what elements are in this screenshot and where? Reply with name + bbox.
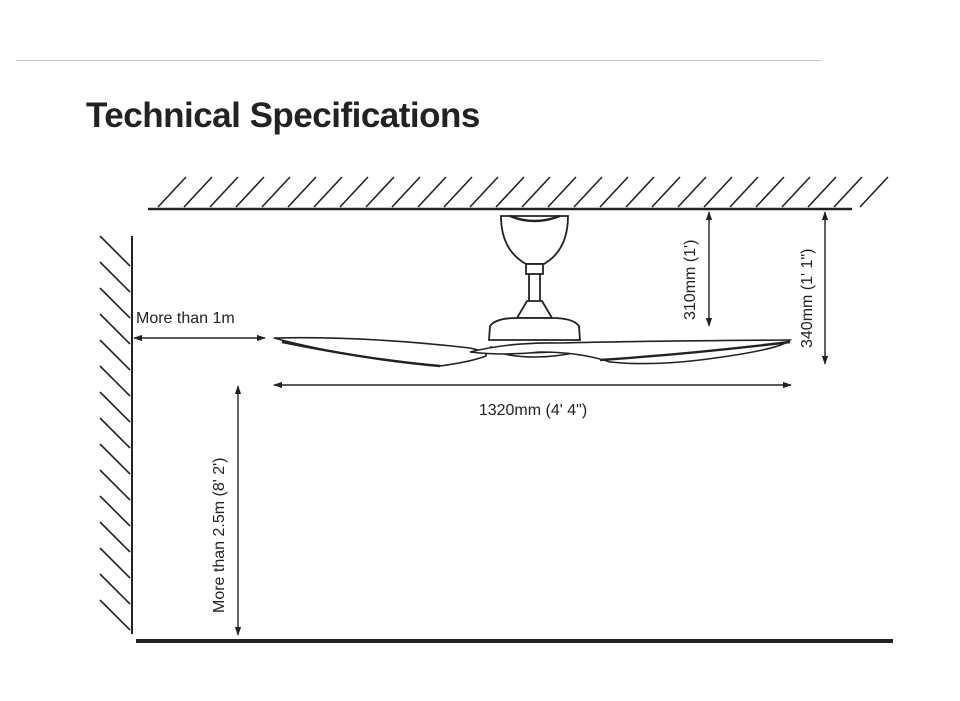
hatch-line: [261, 176, 291, 208]
hatch-line: [443, 176, 473, 208]
hatch-line: [209, 176, 239, 208]
downrod-height-dimension: 310mm (1'): [682, 211, 713, 327]
page-title: Technical Specifications: [86, 96, 480, 135]
hatch-line: [183, 176, 213, 208]
wall-hatching: [99, 235, 131, 631]
hatch-line: [521, 176, 551, 208]
hatch-line: [651, 176, 681, 208]
hatch-line: [99, 443, 131, 475]
overall-height-dimension: 340mm (1' 1"): [799, 211, 829, 365]
hatch-line: [833, 176, 863, 208]
hatch-line: [755, 176, 785, 208]
hatch-line: [287, 176, 317, 208]
hatch-line: [547, 176, 577, 208]
hatch-line: [99, 365, 131, 397]
fan-downrod: [528, 274, 541, 301]
hatch-line: [729, 176, 759, 208]
hatch-line: [99, 261, 131, 293]
hatch-line: [157, 176, 187, 208]
hatch-line: [677, 176, 707, 208]
fan-canopy: [500, 214, 569, 275]
hatch-line: [313, 176, 343, 208]
hatch-line: [599, 176, 629, 208]
hatch-line: [99, 521, 131, 553]
fan-blades: [273, 336, 792, 368]
blade-span-dimension: 1320mm (4' 4"): [273, 381, 792, 419]
ceiling: [148, 176, 889, 211]
hatch-line: [99, 339, 131, 371]
hatch-line: [99, 235, 131, 267]
hatch-line: [573, 176, 603, 208]
hatch-line: [703, 176, 733, 208]
overall-height-label: 340mm (1' 1"): [799, 249, 816, 348]
hatch-line: [99, 287, 131, 319]
hatch-line: [99, 391, 131, 423]
hatch-line: [235, 176, 265, 208]
ceiling-hatching: [157, 176, 889, 208]
ceiling-fan: [273, 214, 792, 368]
floor-clearance-label: More than 2.5m (8' 2'): [211, 457, 228, 613]
hatch-line: [859, 176, 889, 208]
hatch-line: [99, 469, 131, 501]
hatch-line: [99, 417, 131, 449]
wall-clearance-label: More than 1m: [136, 310, 235, 327]
hatch-line: [99, 599, 131, 631]
hatch-line: [469, 176, 499, 208]
hatch-line: [625, 176, 655, 208]
wall: [99, 235, 133, 634]
hatch-line: [99, 313, 131, 345]
hatch-line: [807, 176, 837, 208]
hatch-line: [99, 573, 131, 605]
hatch-line: [365, 176, 395, 208]
hatch-line: [99, 547, 131, 579]
downrod-height-label: 310mm (1'): [682, 240, 699, 320]
hatch-line: [391, 176, 421, 208]
blade-span-label: 1320mm (4' 4"): [479, 402, 587, 419]
hatch-line: [339, 176, 369, 208]
top-divider: [16, 60, 822, 61]
wall-clearance-dimension: More than 1m: [133, 310, 266, 342]
hatch-line: [417, 176, 447, 208]
hatch-line: [495, 176, 525, 208]
hatch-line: [99, 495, 131, 527]
floor-clearance-dimension: More than 2.5m (8' 2'): [211, 385, 242, 636]
hatch-line: [781, 176, 811, 208]
